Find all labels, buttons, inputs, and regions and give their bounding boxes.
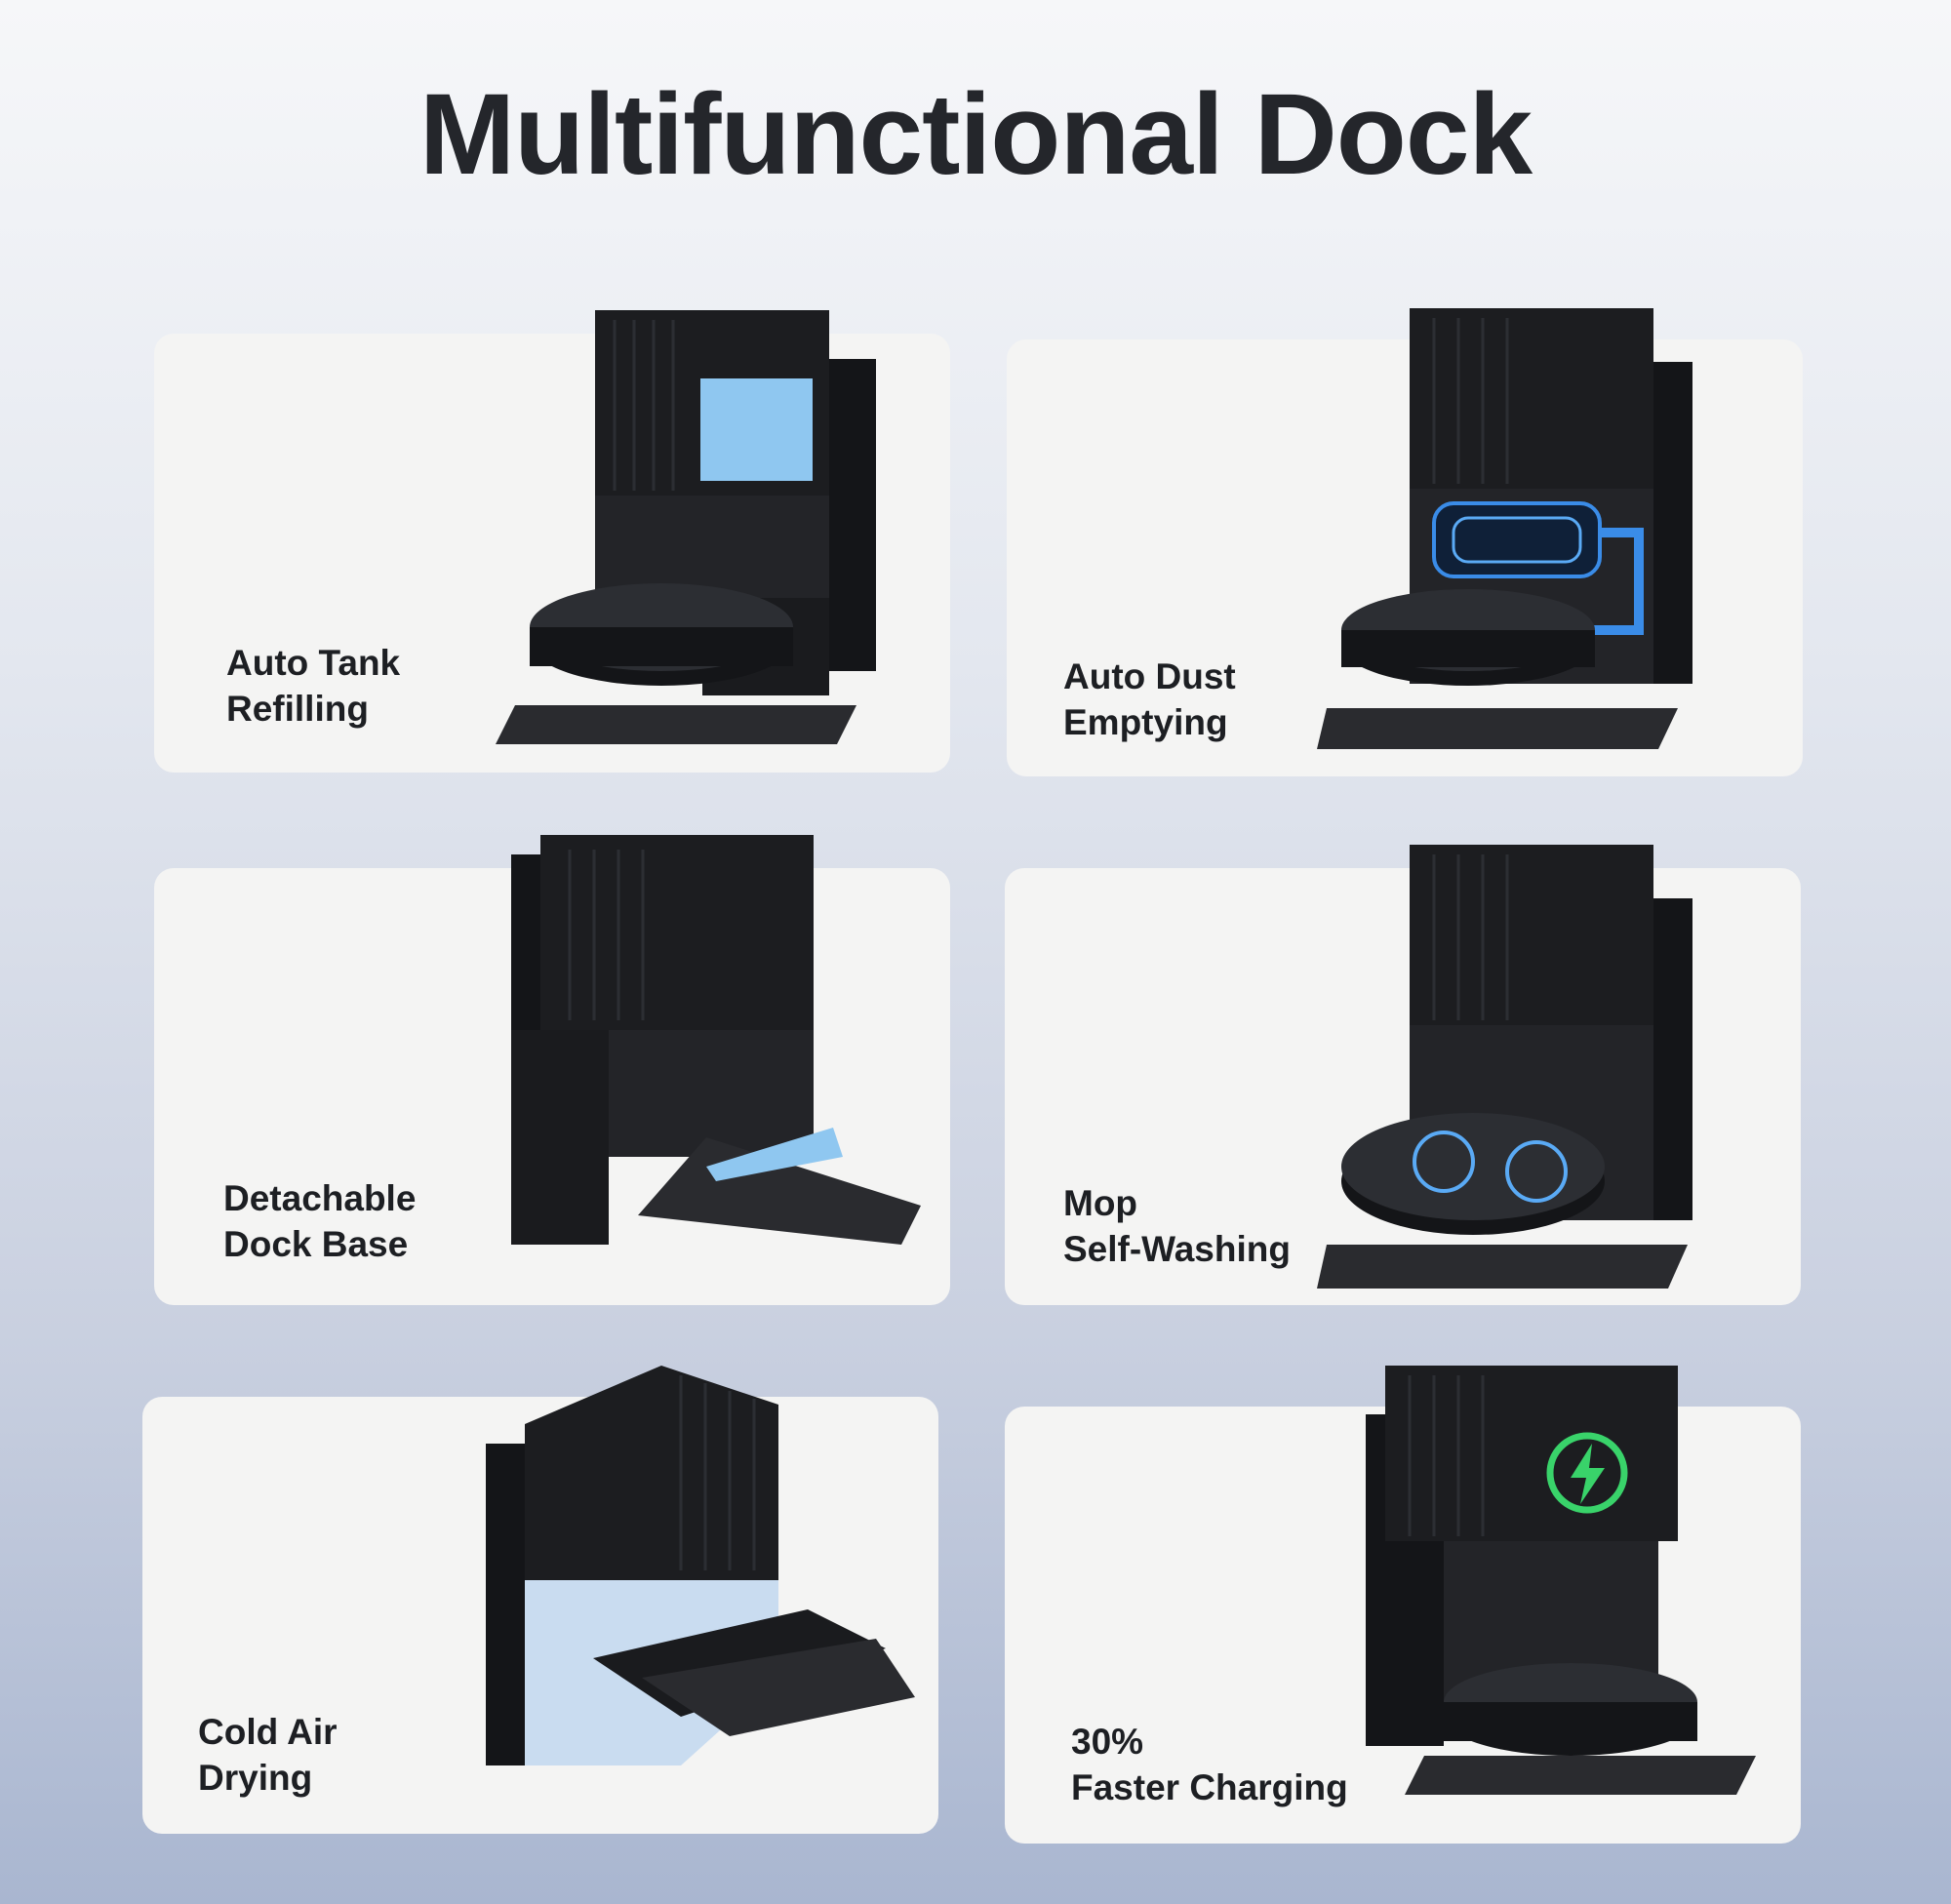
feature-label-faster-charging: 30% Faster Charging	[1071, 1719, 1348, 1810]
feature-label-line2: Dock Base	[223, 1224, 409, 1264]
dock-image-cold-air-drying	[486, 1366, 915, 1785]
feature-label-mop-self-washing: Mop Self-Washing	[1063, 1180, 1291, 1272]
feature-label-line1: Auto Tank	[226, 643, 401, 683]
feature-label-line2: Drying	[198, 1758, 313, 1798]
feature-label-line2: Emptying	[1063, 702, 1228, 742]
feature-label-line1: 30%	[1071, 1722, 1144, 1762]
dock-image-faster-charging	[1366, 1366, 1756, 1795]
feature-label-line1: Auto Dust	[1063, 656, 1236, 696]
feature-label-auto-tank-refilling: Auto Tank Refilling	[226, 640, 400, 732]
feature-label-line2: Refilling	[226, 689, 369, 729]
mop-icon	[1413, 1130, 1568, 1203]
water-tank-icon	[700, 378, 813, 481]
page-title: Multifunctional Dock	[418, 70, 1533, 199]
feature-label-line2: Faster Charging	[1071, 1767, 1348, 1807]
feature-label-line1: Detachable	[223, 1178, 417, 1218]
feature-label-line2: Self-Washing	[1063, 1229, 1291, 1269]
feature-label-detachable-dock-base: Detachable Dock Base	[223, 1175, 416, 1267]
dock-image-detachable-dock-base	[511, 835, 940, 1264]
lightning-charge-icon	[1546, 1432, 1628, 1514]
feature-label-line1: Mop	[1063, 1183, 1138, 1223]
dock-image-auto-tank-refilling	[486, 310, 876, 749]
feature-label-auto-dust-emptying: Auto Dust Emptying	[1063, 654, 1236, 745]
feature-label-line1: Cold Air	[198, 1712, 338, 1752]
dock-base-icon	[638, 1128, 921, 1245]
feature-label-cold-air-drying: Cold Air Drying	[198, 1709, 338, 1801]
dock-image-mop-self-washing	[1317, 845, 1707, 1293]
dust-flow-icon	[1432, 501, 1644, 635]
dock-image-auto-dust-emptying	[1317, 308, 1707, 757]
